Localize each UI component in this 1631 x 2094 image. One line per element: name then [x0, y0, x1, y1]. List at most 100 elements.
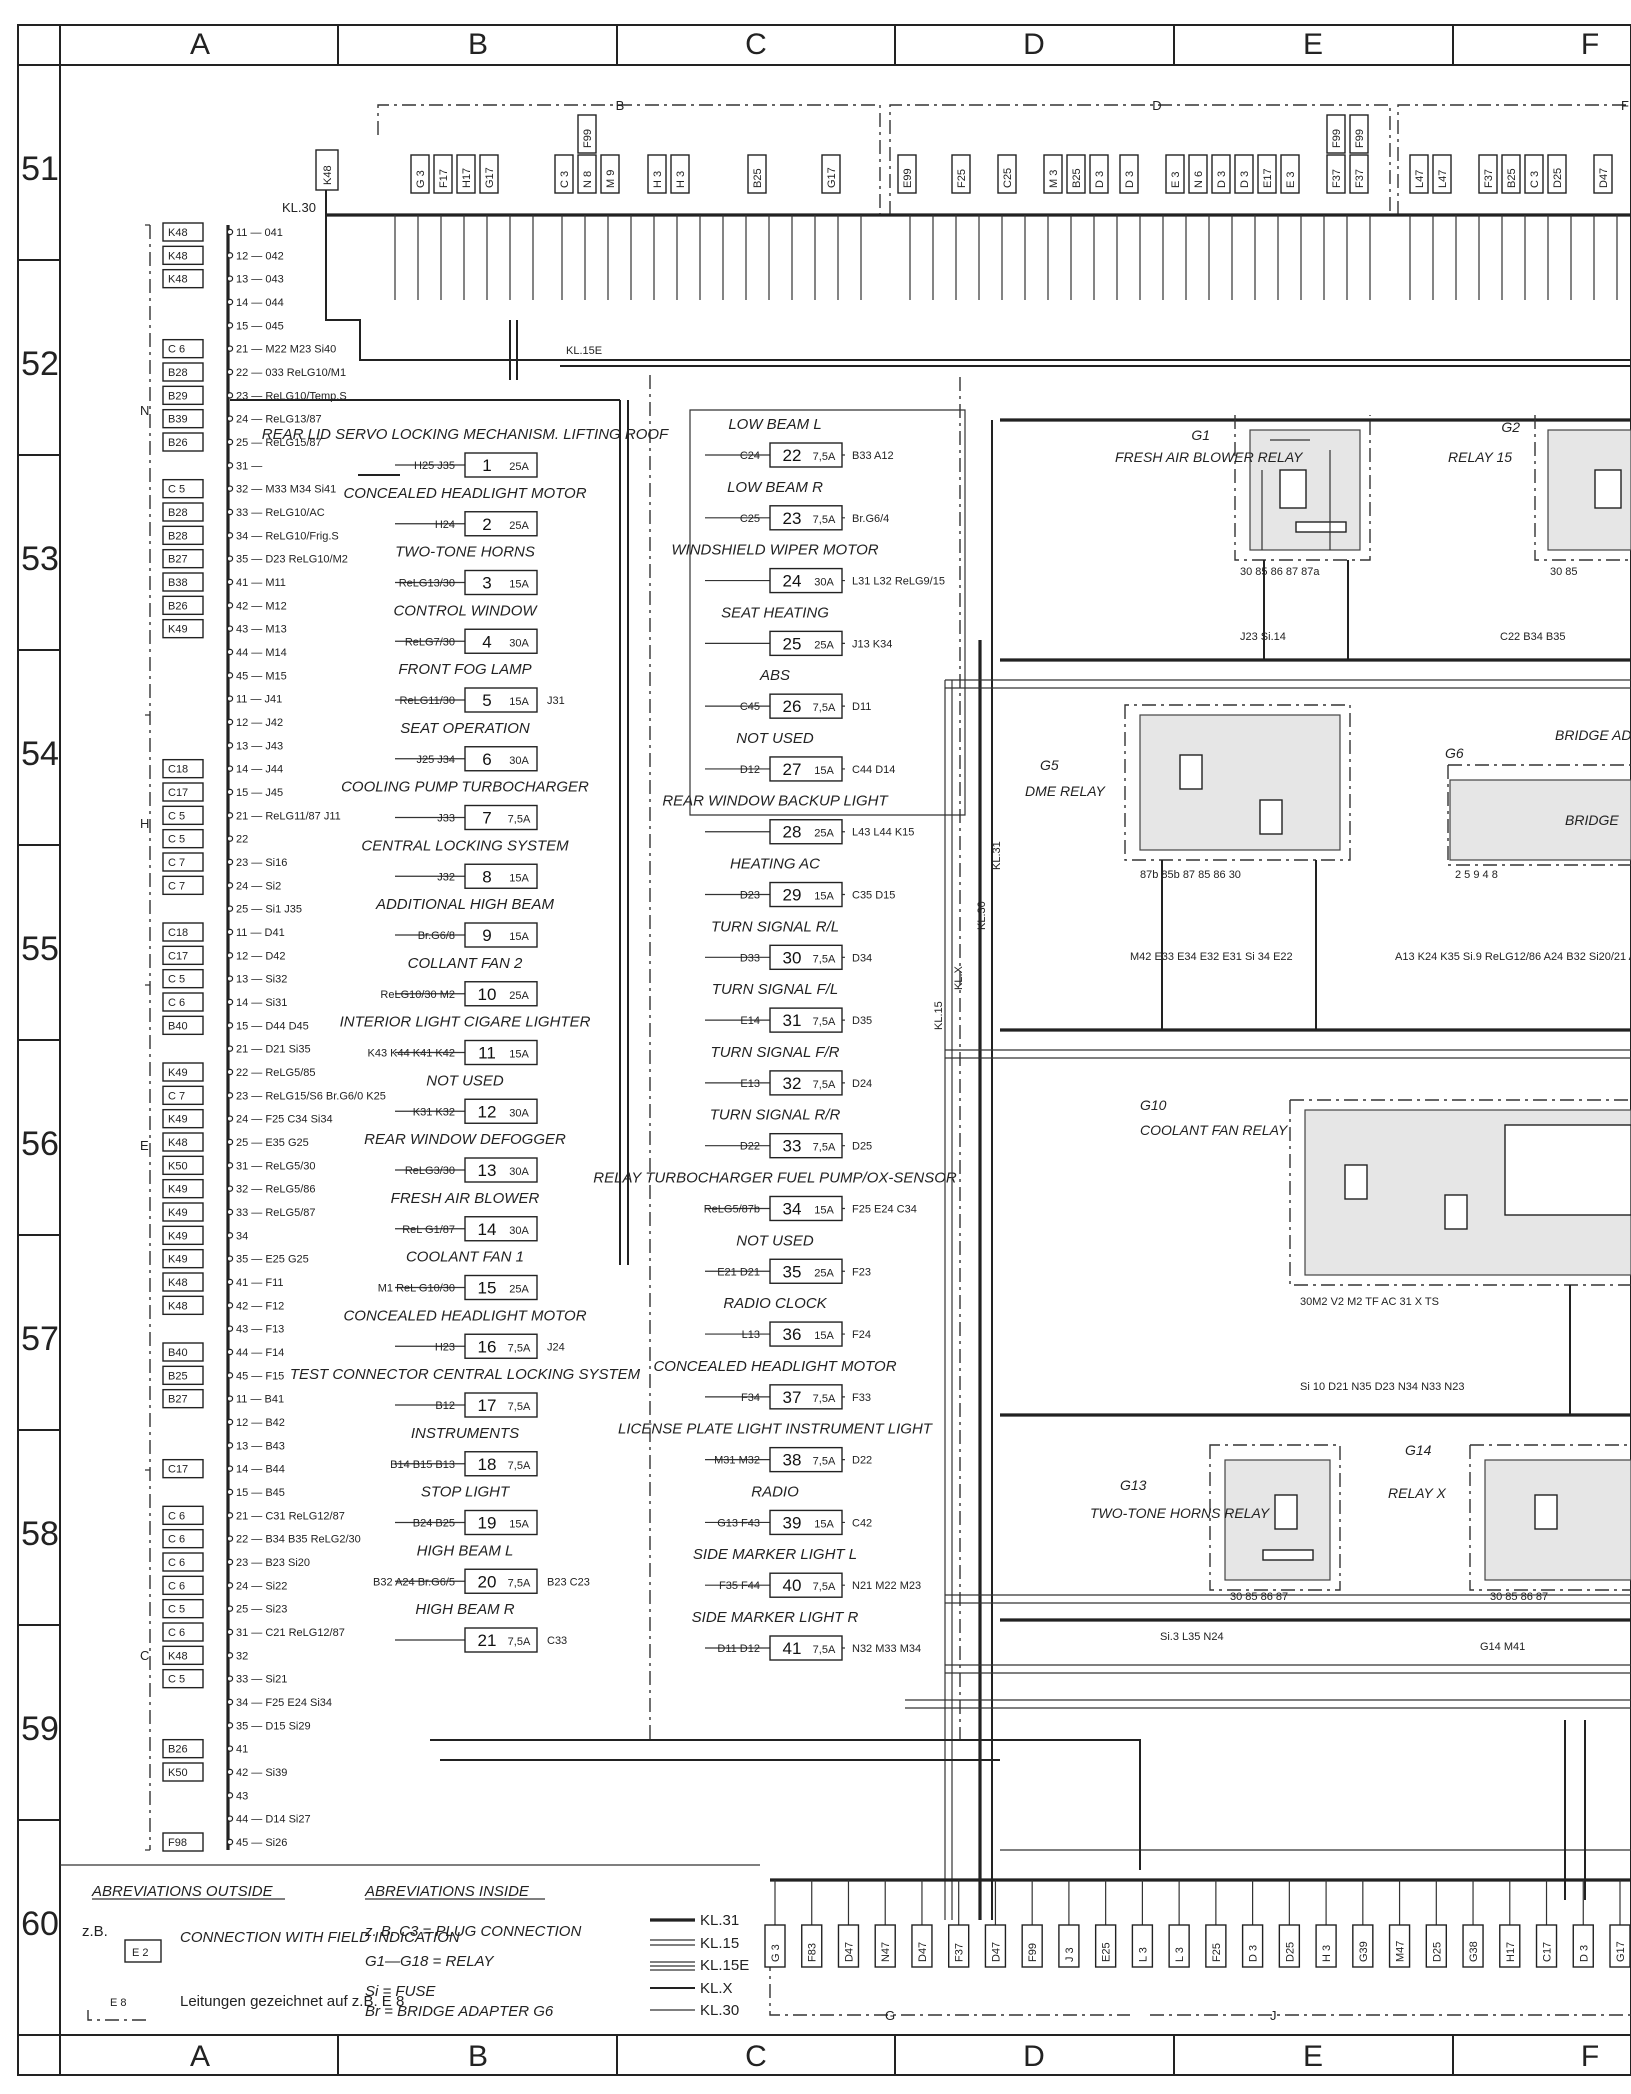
- svg-text:B25: B25: [1071, 168, 1083, 188]
- column-letter-bottom-d: D: [1023, 2040, 1045, 2073]
- column-letter-top-f: F: [1581, 28, 1599, 61]
- legend-wire-0: KL.31: [700, 1912, 739, 1929]
- fuse-30: [769, 944, 843, 971]
- bottom-connector-label: D 3: [1248, 1945, 1260, 1962]
- row-numbers: 51 52 53 54 55 56 57 58 59 60: [21, 150, 59, 1943]
- fuse-40-title: SIDE MARKER LIGHT L: [693, 1546, 857, 1563]
- left-connector-text: 33 — Si21: [236, 1674, 287, 1686]
- bottom-connector-box: [1131, 1924, 1154, 1968]
- left-connector-text: 21 — ReLG11/87 J11: [236, 810, 341, 822]
- fuse-6: [464, 746, 538, 772]
- legend-inside-line-0: z. B. C3 = PLUG CONNECTION: [364, 1923, 581, 1940]
- svg-text:D 3: D 3: [1216, 171, 1228, 188]
- left-connector-box: [162, 1598, 204, 1619]
- fuse-8-left: J32: [437, 871, 455, 883]
- left-connector-pin: [226, 952, 234, 959]
- left-connector-box-label: K48: [168, 1137, 188, 1149]
- left-connector-box-label: K48: [168, 274, 188, 286]
- connector-k48-top: [315, 149, 339, 191]
- relay-g2-under: C22 B34 B35: [1500, 631, 1565, 643]
- fuse-13-number: 13: [478, 1161, 497, 1180]
- fuse-21-title: HIGH BEAM R: [415, 1601, 514, 1618]
- left-connector-box: [162, 1832, 204, 1852]
- fuse-37-right: F33: [852, 1392, 871, 1404]
- left-connector-box-label: K49: [168, 1184, 188, 1196]
- relay-g14-under: G14 M41: [1480, 1641, 1525, 1653]
- left-connector-box-label: B26: [168, 437, 188, 449]
- column-letter-top-b: B: [468, 28, 488, 61]
- left-connector-box: [162, 1762, 204, 1782]
- left-connector-box: [162, 1668, 204, 1689]
- left-connector-text: 23 — B23 Si20: [236, 1557, 310, 1569]
- fuse-18-amp: 7,5A: [508, 1460, 531, 1472]
- left-connector-box-label: C 7: [168, 880, 185, 892]
- svg-text:N 8: N 8: [582, 171, 594, 188]
- left-connector-pin: [226, 1022, 234, 1029]
- left-connector-text: 43: [236, 1790, 248, 1802]
- fuse-25-right: J13 K34: [852, 638, 892, 650]
- fuse-28-right: L43 L44 K15: [852, 827, 914, 839]
- left-connector-text: 24 — Si22: [236, 1580, 287, 1592]
- kl15e-label: KL.15E: [566, 345, 602, 357]
- svg-text:E99: E99: [902, 168, 914, 188]
- left-connector-box: [162, 1178, 204, 1199]
- relay-g2-pins: 30 85: [1550, 566, 1578, 578]
- fuse-8-title: CENTRAL LOCKING SYSTEM: [361, 837, 569, 854]
- left-connector-box-label: K49: [168, 1254, 188, 1266]
- legend-inside-line-1: G1—G18 = RELAY: [365, 1953, 495, 1970]
- bottom-connector-label: D25: [1431, 1942, 1443, 1962]
- legend-outside-box: E 2: [132, 1947, 149, 1959]
- left-connector-box: [162, 1225, 204, 1246]
- left-connector-box: [162, 1505, 204, 1526]
- fuse-10-left: ReLG10/30 M2: [380, 989, 455, 1001]
- bottom-connector-box: [764, 1924, 786, 1968]
- fuse-33-right: D25: [852, 1141, 872, 1153]
- left-connector-box-label: K48: [168, 250, 188, 262]
- left-connector-text: 22: [236, 834, 248, 846]
- left-connector-box-label: B25: [168, 1370, 188, 1382]
- fuse-30-title: TURN SIGNAL R/L: [711, 918, 839, 935]
- fuse-23: [769, 505, 843, 531]
- connector-k48-top-label: K48: [322, 165, 334, 185]
- fuse-10: [464, 981, 538, 1007]
- fuse-6-left: J25 J34: [416, 754, 455, 766]
- left-connector-box: [162, 1248, 204, 1269]
- row-number-54: 54: [21, 735, 59, 773]
- fuse-39-right: C42: [852, 1517, 872, 1529]
- left-connector-pin: [226, 1115, 234, 1122]
- column-letter-bottom-b: B: [468, 2040, 488, 2073]
- left-connector-pin: [226, 1558, 234, 1566]
- left-connector-pin: [226, 1582, 234, 1589]
- row-number-58: 58: [21, 1515, 59, 1553]
- left-connector-box: [162, 1085, 204, 1106]
- fuse-12: [464, 1098, 538, 1124]
- fuse-22-title: LOW BEAM L: [728, 416, 821, 433]
- svg-text:F25: F25: [956, 169, 968, 188]
- left-connector-text: 32 — ReLG5/86: [236, 1184, 316, 1196]
- column-letter-top-d: D: [1023, 28, 1045, 61]
- fuse-20-title: HIGH BEAM L: [417, 1542, 514, 1559]
- relay-g14-pins: 30 85 86 87: [1490, 1591, 1548, 1603]
- left-connector-pin: [226, 695, 234, 702]
- bottom-connector-label: D 3: [1578, 1945, 1590, 1962]
- group-label-f: F: [1621, 98, 1629, 113]
- fuse-8-number: 8: [482, 867, 491, 886]
- left-connector-box: [162, 1645, 204, 1666]
- fuse-39-amp: 15A: [814, 1518, 834, 1530]
- left-connector-pin: [226, 1162, 234, 1169]
- legend-inside-line-2: Si = FUSE: [365, 1983, 436, 2000]
- relay-g2-id: G2: [1501, 419, 1520, 435]
- svg-text:F37: F37: [1483, 169, 1495, 188]
- fuse-9-left: Br.G6/8: [418, 930, 455, 942]
- group-label-n: N: [140, 403, 149, 418]
- left-connector-pin: [226, 1465, 234, 1472]
- left-connector-pin: [226, 508, 234, 516]
- relay-g1-under: J23 Si.14: [1240, 631, 1286, 643]
- fuse-30-amp: 7,5A: [813, 953, 836, 965]
- left-connector-box-label: C 5: [168, 974, 185, 986]
- left-connector-pin: [226, 1302, 234, 1309]
- bottom-connector-box: [1241, 1924, 1264, 1968]
- left-connector-text: 31 — ReLG5/30: [236, 1160, 316, 1172]
- relay-g14-title: RELAY X: [1388, 1485, 1447, 1501]
- fuse-16-title: CONCEALED HEADLIGHT MOTOR: [343, 1307, 586, 1324]
